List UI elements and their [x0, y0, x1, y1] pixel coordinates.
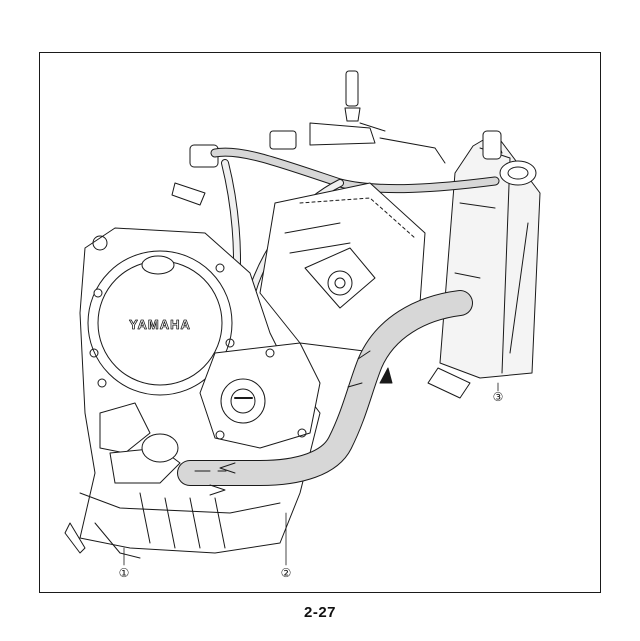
yamaha-logo: YAMAHA [129, 317, 191, 332]
water-pump [199, 342, 321, 449]
callout-2: ② [281, 566, 292, 580]
radiator [359, 122, 541, 399]
radiator-filler-neck [499, 160, 537, 186]
upper-fittings [171, 70, 376, 206]
callout-1: ① [119, 566, 130, 580]
callout-3: ③ [493, 390, 504, 404]
callout-leaders [123, 382, 499, 566]
radiator-cap [482, 130, 502, 160]
radiator-outlet-hose [177, 290, 473, 496]
page-number: 2-27 [303, 604, 337, 621]
engine-cooling-diagram: YAMAHA ① ② ③ [64, 70, 541, 580]
diagram-frame: YAMAHA ① ② ③ [39, 52, 601, 593]
